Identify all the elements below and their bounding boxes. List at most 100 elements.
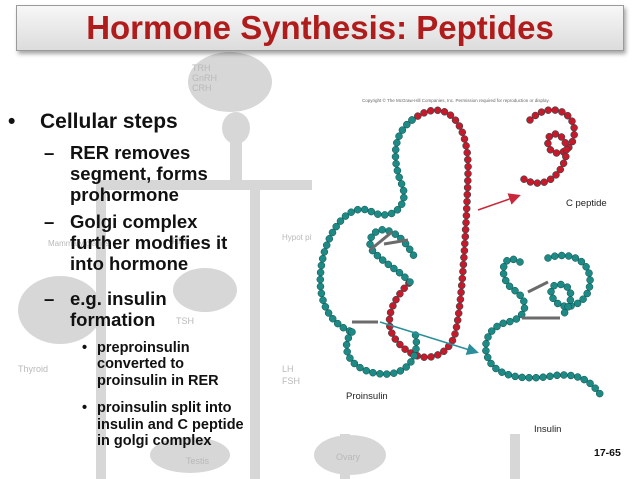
proinsulin-bead xyxy=(392,159,400,168)
insulin-bead xyxy=(564,252,573,260)
insulin-bead xyxy=(501,276,510,285)
disulfide-bond xyxy=(527,280,549,294)
label-c-peptide: C peptide xyxy=(566,198,607,209)
proinsulin-c-bead xyxy=(396,290,404,298)
proinsulin-bead xyxy=(322,241,331,249)
title-bar: Hormone Synthesis: Peptides xyxy=(16,5,624,51)
proinsulin-c-bead xyxy=(462,204,471,213)
c-peptide-bead xyxy=(552,149,561,157)
proinsulin-bead xyxy=(316,268,325,277)
proinsulin-bead xyxy=(342,340,351,349)
proinsulin-bead xyxy=(395,173,403,182)
proinsulin-c-bead xyxy=(464,169,472,178)
bullet-marker: • xyxy=(8,110,16,133)
insulin-bead xyxy=(577,257,586,266)
bg-label-tsh: TSH xyxy=(176,316,194,326)
proinsulin-bead xyxy=(339,323,348,332)
c-peptide-bead xyxy=(551,130,560,138)
insulin-bead xyxy=(499,270,508,278)
insulin-bead xyxy=(499,263,508,271)
insulin-bead xyxy=(566,296,575,304)
proinsulin-c-bead xyxy=(463,183,472,192)
insulin-bead xyxy=(518,373,526,382)
insulin-bead xyxy=(511,372,519,381)
insulin-bead xyxy=(591,384,599,392)
proinsulin-bead xyxy=(384,260,393,269)
c-peptide-bead xyxy=(531,111,540,120)
insulin-bead xyxy=(509,255,518,264)
proinsulin-bead xyxy=(405,245,414,254)
proinsulin-bead xyxy=(397,200,406,208)
proinsulin-c-bead xyxy=(426,107,435,115)
insulin-bead xyxy=(532,373,540,382)
proinsulin-bead xyxy=(332,222,340,231)
c-peptide-bead xyxy=(559,159,568,168)
proinsulin-bead xyxy=(328,228,337,237)
proinsulin-bead xyxy=(378,256,387,264)
insulin-bead xyxy=(582,263,590,271)
proinsulin-bead xyxy=(398,126,407,134)
bg-label-trh: TRH xyxy=(192,63,211,73)
insulin-bead xyxy=(567,371,575,380)
proinsulin-c-bead xyxy=(460,246,469,255)
proinsulin-c-bead xyxy=(456,295,465,304)
bg-label-gnrh: GnRH xyxy=(192,73,217,83)
proinsulin-c-bead xyxy=(454,309,463,318)
c-peptide-bead xyxy=(557,133,566,141)
proinsulin-bead xyxy=(371,228,380,236)
c-peptide-bead xyxy=(561,139,570,147)
proinsulin-c-bead xyxy=(420,353,428,361)
proinsulin-c-bead xyxy=(391,335,400,343)
proinsulin-bead xyxy=(407,358,415,366)
proinsulin-c-bead xyxy=(457,288,465,297)
insulin-bead xyxy=(550,281,558,290)
proinsulin-c-bead xyxy=(462,211,471,220)
proinsulin-bead xyxy=(406,278,414,286)
proinsulin-c-bead xyxy=(458,128,467,137)
proinsulin-bead xyxy=(412,338,421,346)
bullet-preproinsulin-line-3: proinsulin in RER xyxy=(97,373,219,389)
disulfide-bond xyxy=(383,238,409,246)
insulin-bead xyxy=(483,353,492,362)
proinsulin-bead xyxy=(374,210,382,218)
proinsulin-bead xyxy=(316,282,325,291)
c-peptide-bead xyxy=(570,124,578,132)
insulin-bead xyxy=(516,258,524,266)
c-peptide-bead xyxy=(533,179,542,187)
c-peptide-bead xyxy=(540,178,548,186)
bullet-rer-line-1: RER removes xyxy=(70,142,191,163)
insulin-bead xyxy=(560,308,569,317)
insulin-bead xyxy=(517,310,526,319)
proinsulin-c-bead xyxy=(459,260,468,269)
proinsulin-bead xyxy=(390,264,398,273)
proinsulin-c-bead xyxy=(453,316,462,324)
bullet-eg-line-1: e.g. insulin xyxy=(70,288,167,309)
proinsulin-c-bead xyxy=(464,162,472,171)
insulin-bead xyxy=(520,304,529,312)
insulin-bead xyxy=(492,364,500,373)
proinsulin-c-bead xyxy=(434,351,442,359)
proinsulin-bead xyxy=(403,120,411,129)
proinsulin-c-bead xyxy=(451,116,460,124)
bullet-rer-line-3: prohormone xyxy=(70,184,179,205)
proinsulin-bead xyxy=(316,275,325,284)
proinsulin-bead xyxy=(347,208,355,216)
proinsulin-bead xyxy=(320,248,329,256)
proinsulin-c-bead xyxy=(457,281,466,290)
proinsulin-bead xyxy=(408,116,416,124)
slide-title: Hormone Synthesis: Peptides xyxy=(86,9,554,46)
proinsulin-c-bead xyxy=(460,135,469,143)
proinsulin-c-bead xyxy=(451,330,459,338)
proinsulin-c-bead xyxy=(459,267,467,276)
proinsulin-bead xyxy=(395,132,403,140)
proinsulin-c-bead xyxy=(392,295,400,304)
bg-label-mammary: Mammary glands xyxy=(48,239,109,248)
label-insulin: Insulin xyxy=(534,424,562,435)
proinsulin-bead xyxy=(360,205,369,214)
insulin-bead xyxy=(493,322,501,331)
proinsulin-bead xyxy=(336,217,345,225)
disulfide-bond xyxy=(369,230,393,252)
proinsulin-bead xyxy=(341,212,350,220)
